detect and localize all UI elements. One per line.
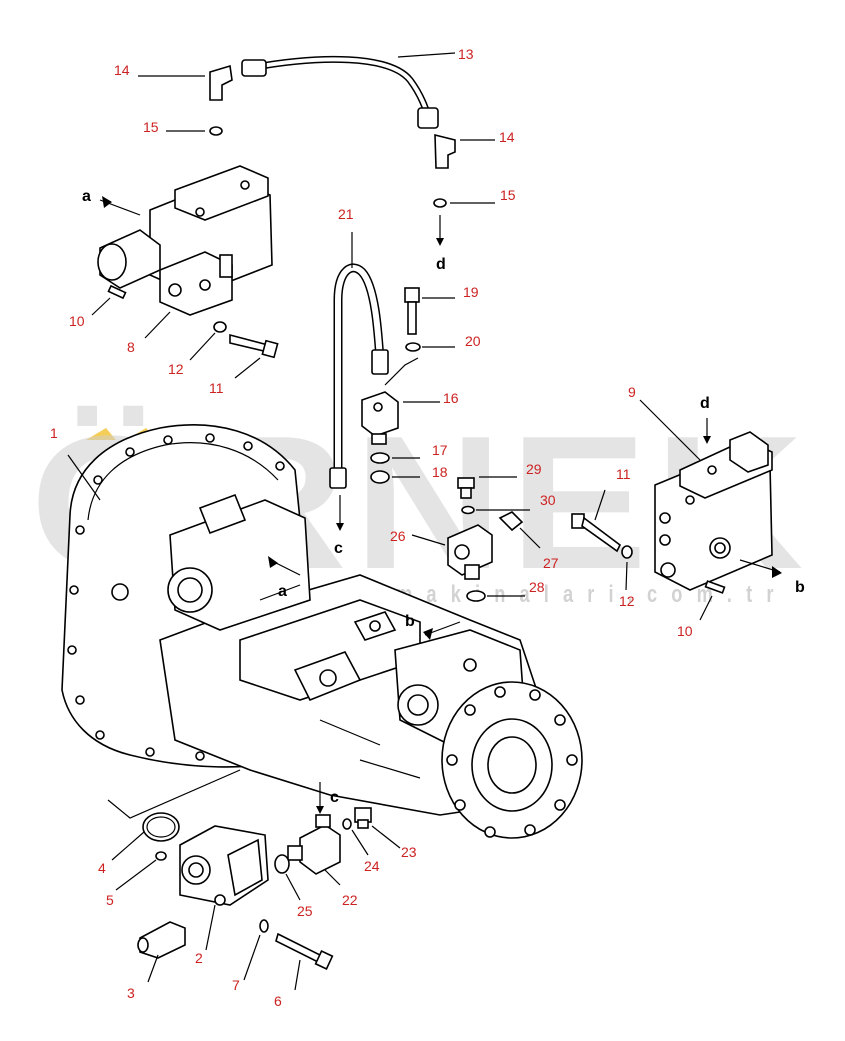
washer-20 [405,342,421,352]
port-letter-c-lower: c [330,789,339,806]
elbow-fitting-14-right [434,133,456,169]
callout-22: 22 [342,892,358,908]
o-ring-15-left [209,126,223,136]
callout-21: 21 [338,206,354,222]
pin-10-left [107,284,127,300]
callout-13: 13 [458,46,474,62]
washer-18 [370,470,390,484]
callout-27: 27 [543,555,559,571]
callout-19: 19 [463,284,479,300]
callout-numbers: 1 2 3 4 5 6 7 8 9 10 10 11 11 12 12 13 1… [50,46,693,1009]
callout-26: 26 [390,528,406,544]
callout-4: 4 [98,860,106,876]
callout-6: 6 [274,993,282,1009]
callout-25: 25 [297,903,313,919]
regulator-valve-upper [97,165,273,316]
flow-arrows [99,196,782,814]
callout-15-right: 15 [500,187,516,203]
left-port-inner [177,577,203,603]
connector-3 [137,921,186,959]
hose-21 [329,263,389,489]
o-ring-28 [466,590,486,602]
elbow-fitting-14-left [209,64,233,101]
o-ring-25 [274,854,290,874]
port-letter-d-valve: d [700,395,710,412]
o-ring-15-right [433,198,447,208]
fitting-27 [498,511,524,532]
port-letter-c-hose: c [334,540,343,557]
port-letter-a-valve: a [82,188,91,205]
port-letters: a a b b c c d d [82,188,805,806]
pin-10-right [704,580,726,594]
callout-12-right: 12 [619,593,635,609]
regulator-left-top [198,493,247,535]
callout-20: 20 [465,333,481,349]
callout-12-left: 12 [168,361,184,377]
gear-pump-2 [179,825,269,906]
o-ring-17 [370,452,390,464]
callout-2: 2 [195,950,203,966]
flange-bolt-holes [67,433,285,761]
callout-16: 16 [443,390,459,406]
callout-7: 7 [232,977,240,993]
washer-12-left [213,321,227,333]
callout-30: 30 [540,492,556,508]
callout-5: 5 [106,892,114,908]
callout-14-right: 14 [499,129,515,145]
callout-29: 29 [526,461,542,477]
o-ring-5 [155,851,167,861]
callout-18: 18 [432,464,448,480]
callout-17: 17 [432,442,448,458]
port-letter-b-valve: b [795,579,805,596]
mounting-flange-inner [87,442,279,521]
port-letter-b-pump: b [405,613,415,630]
bolt-11-left [229,333,279,359]
callout-23: 23 [401,844,417,860]
adapter-block-16 [361,391,399,445]
washer-12-right [621,545,633,559]
callout-3: 3 [127,985,135,1001]
plug-23 [354,807,372,829]
callout-8: 8 [127,339,135,355]
plug-29 [457,477,475,499]
port-letter-d-hose: d [436,256,446,273]
o-ring-24 [342,818,352,830]
bolt-6 [275,932,334,970]
main-pump-assembly [61,424,583,839]
callout-14-left: 14 [114,62,130,78]
bolt-11-right [571,513,622,553]
leader-lines [67,52,713,991]
callout-11-left: 11 [209,380,224,396]
callout-15-left: 15 [143,119,159,135]
callout-24: 24 [364,858,380,874]
callout-9: 9 [628,384,636,400]
valve-22 [287,814,341,875]
callout-10-left: 10 [69,313,85,329]
watermark-accent-left [86,428,116,440]
bolt-19 [404,287,420,335]
washer-7 [259,919,269,933]
callout-1: 1 [50,425,58,441]
regulator-valve-right [654,431,773,591]
callout-11-right: 11 [616,466,631,482]
port-letter-a-pump: a [278,583,287,600]
callout-10-right: 10 [677,623,693,639]
check-valve-26 [447,524,493,580]
drive-flange-bolts [446,686,578,838]
callout-28: 28 [529,579,545,595]
hose-13 [241,55,439,129]
o-ring-30 [461,505,475,515]
